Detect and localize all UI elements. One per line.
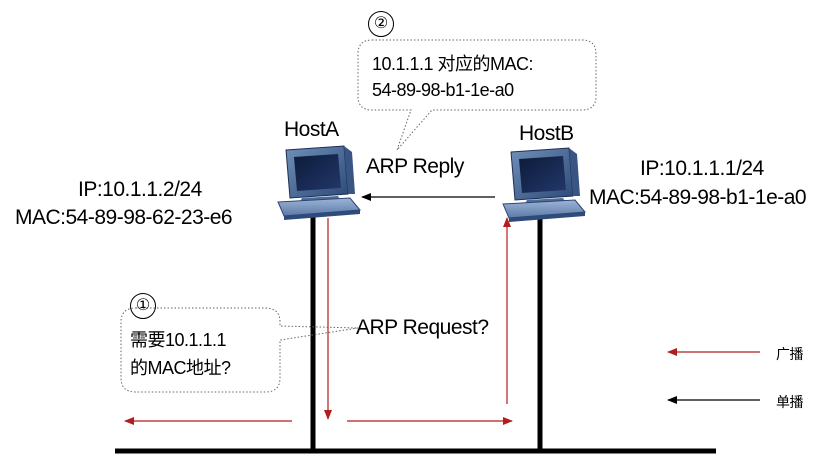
computer-icon (277, 145, 362, 220)
arp-reply-label: ARP Reply (366, 155, 464, 178)
callout-reply-number: ② (368, 11, 394, 37)
host-a-name: HostA (284, 118, 339, 141)
callout-request-line2: 的MAC地址? (130, 358, 231, 378)
callout-request-line1: 需要10.1.1.1 (130, 330, 227, 350)
host-a-mac: MAC:54-89-98-62-23-e6 (15, 206, 233, 229)
host-b-ip: IP:10.1.1.1/24 (640, 157, 764, 180)
host-b-mac: MAC:54-89-98-b1-1e-a0 (589, 186, 807, 209)
callout-reply-line2: 54-89-98-b1-1e-a0 (372, 80, 514, 100)
computer-icon (502, 147, 587, 222)
callout-reply-line1: 10.1.1.1 对应的MAC: (372, 54, 534, 74)
host-a-ip: IP:10.1.1.2/24 (78, 178, 202, 201)
callout-request-number: ① (130, 293, 156, 319)
legend-unicast-label: 单播 (776, 394, 804, 410)
legend-broadcast-label: 广播 (776, 346, 804, 362)
host-b-name: HostB (519, 122, 574, 145)
arp-request-label: ARP Request? (356, 316, 489, 339)
callout-reply-bubble (357, 39, 597, 151)
